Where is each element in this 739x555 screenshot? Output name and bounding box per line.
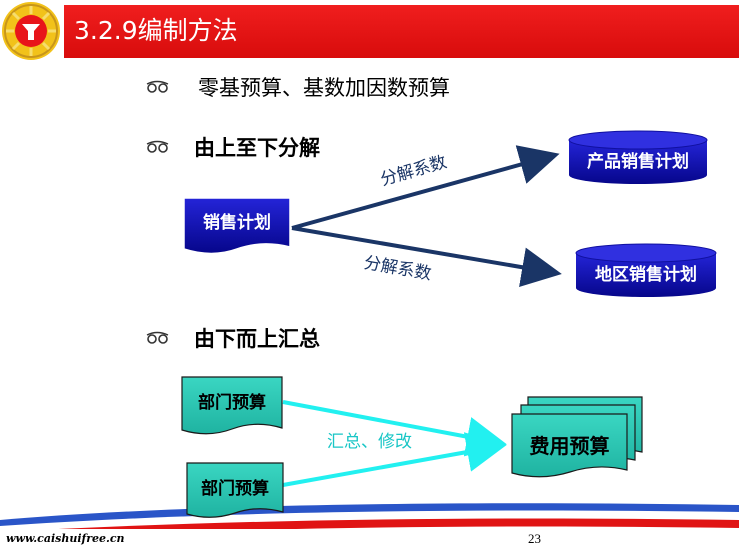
dept-budget-box-upper [181, 376, 283, 435]
product-plan-cylinder [568, 130, 708, 184]
expense-budget-stack [511, 396, 643, 478]
footer-swoosh [0, 503, 739, 555]
bullet-budget-methods: 零基预算、基数加因数预算 [198, 76, 450, 100]
footer-url[interactable]: www.caishuifree.cn [6, 532, 125, 545]
header-bar [64, 5, 739, 58]
bullet-icon [146, 80, 169, 93]
bullet-top-down: 由上至下分解 [194, 136, 320, 160]
dept-budget-box-lower [186, 462, 284, 518]
dept-budget-label-upper: 部门预算 [198, 393, 266, 413]
company-logo-icon [2, 2, 60, 60]
arrow-from-dept-upper [282, 400, 507, 457]
dept-budget-label-lower: 部门预算 [201, 479, 269, 499]
sales-plan-label: 销售计划 [203, 213, 271, 233]
expense-budget-label: 费用预算 [529, 434, 610, 458]
bullet-icon [146, 140, 169, 153]
arrow-to-region-plan [291, 226, 562, 288]
region-plan-label: 地区销售计划 [595, 265, 697, 285]
sales-plan-box [183, 197, 291, 255]
bullet-bottom-up: 由下而上汇总 [194, 327, 320, 351]
page-number: 23 [528, 531, 541, 546]
bullet-icon [146, 331, 169, 344]
product-plan-label: 产品销售计划 [587, 152, 689, 172]
region-plan-cylinder [575, 243, 717, 297]
page-title: 3.2.9编制方法 [74, 16, 238, 45]
arrow-from-dept-lower [282, 432, 507, 487]
summarize-modify-label: 汇总、修改 [327, 432, 412, 452]
arrow-to-product-plan [291, 145, 560, 230]
